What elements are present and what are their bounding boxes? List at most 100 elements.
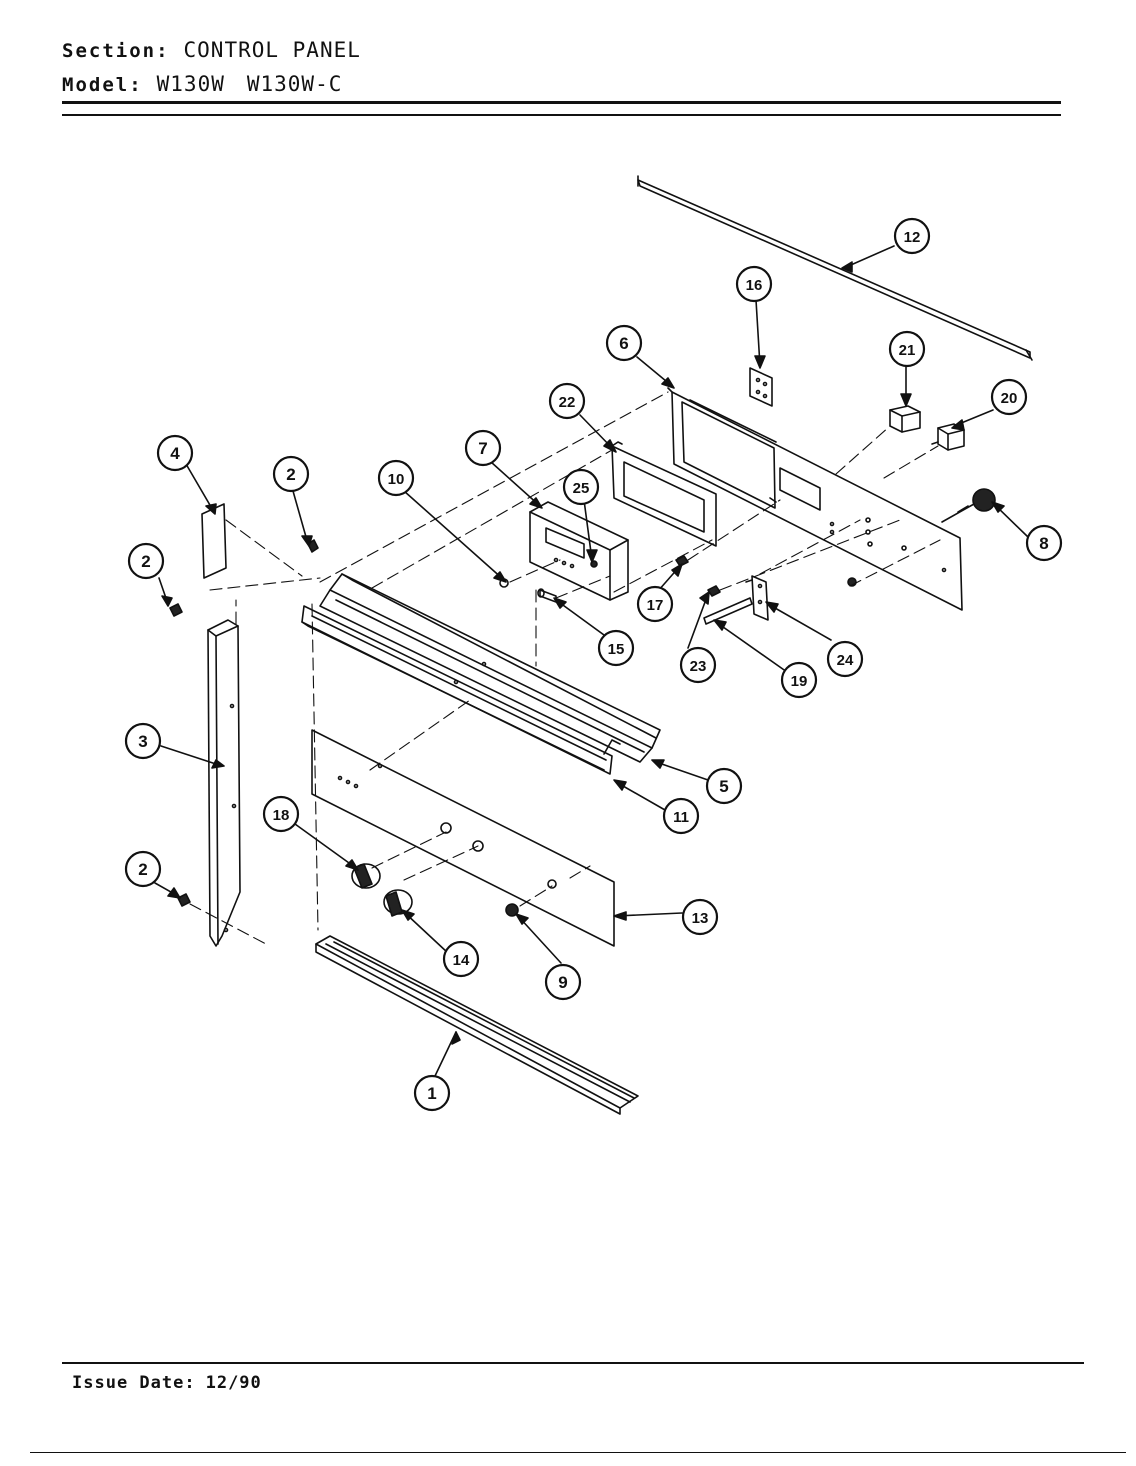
callout-circle xyxy=(893,217,931,255)
callout-number: 25 xyxy=(573,480,590,497)
callout-number: 2 xyxy=(138,860,147,879)
callout-circle xyxy=(544,963,582,1001)
part-24-bracket xyxy=(745,575,769,621)
callout-20: 20 xyxy=(990,378,1028,416)
callout-circle xyxy=(681,898,719,936)
part-13-front-panel xyxy=(311,729,615,947)
model-value-1: W130W xyxy=(156,72,225,96)
callout-15: 15 xyxy=(597,629,635,667)
callout-21: 21 xyxy=(888,330,926,368)
callout-25: 25 xyxy=(562,468,600,506)
callout-24: 24 xyxy=(826,640,864,678)
callout-number: 14 xyxy=(453,952,470,969)
callout-14: 14 xyxy=(442,940,480,978)
callout-circle xyxy=(124,722,162,760)
callout-17: 17 xyxy=(636,585,674,623)
part-4-plate xyxy=(201,503,227,579)
callout-circle xyxy=(413,1074,451,1112)
callout-circle xyxy=(442,940,480,978)
callout-9: 9 xyxy=(544,963,582,1001)
callout-circle xyxy=(124,850,162,888)
callout-circle xyxy=(156,434,194,472)
callout-circle xyxy=(662,797,700,835)
footer: Issue Date:12/90 xyxy=(72,1373,262,1393)
callout-7: 7 xyxy=(464,429,502,467)
part-7-timer xyxy=(529,501,629,601)
callout-circle xyxy=(605,324,643,362)
callout-22: 22 xyxy=(548,382,586,420)
callout-circle xyxy=(464,429,502,467)
callout-number: 20 xyxy=(1001,390,1018,407)
section-label: Section: xyxy=(62,40,170,62)
callout-2: 2 xyxy=(272,455,310,493)
callout-number: 9 xyxy=(558,973,567,992)
callout-number: 17 xyxy=(647,597,664,614)
callout-number: 24 xyxy=(837,652,854,669)
part-8-knob xyxy=(941,488,996,523)
callout-number: 2 xyxy=(286,465,295,484)
callout-number: 5 xyxy=(719,777,728,796)
model-value-2: W130W-C xyxy=(246,72,343,96)
callout-number: 22 xyxy=(559,394,576,411)
callout-number: 4 xyxy=(170,444,180,463)
part-12-rod xyxy=(637,175,1033,361)
callout-6: 6 xyxy=(605,324,643,362)
header-rule-thick xyxy=(62,101,1061,104)
part-9-knob xyxy=(505,903,519,917)
part-16-bracket xyxy=(749,367,773,407)
part-23-screw xyxy=(707,585,721,597)
callout-circle xyxy=(562,468,600,506)
callout-number: 10 xyxy=(388,471,405,488)
callout-number: 2 xyxy=(141,552,150,571)
part-21-block xyxy=(889,405,921,433)
callout-number: 8 xyxy=(1039,534,1048,553)
callout-number: 1 xyxy=(427,1084,436,1103)
callout-number: 21 xyxy=(899,342,916,359)
callout-11: 11 xyxy=(662,797,700,835)
callout-19: 19 xyxy=(780,661,818,699)
callout-circle xyxy=(1025,524,1063,562)
part-2-screws xyxy=(169,539,319,907)
section-value: CONTROL PANEL xyxy=(183,38,361,62)
part-11-channel xyxy=(301,605,621,775)
footer-rule xyxy=(62,1362,1084,1364)
issue-date-value: 12/90 xyxy=(205,1373,262,1393)
model-label: Model: xyxy=(62,74,143,96)
callout-number: 15 xyxy=(608,641,625,658)
bottom-rule xyxy=(30,1452,1126,1453)
callout-number: 18 xyxy=(273,807,290,824)
callout-number: 16 xyxy=(746,277,763,294)
callout-circle xyxy=(127,542,165,580)
header-rule-thin xyxy=(62,114,1061,116)
part-3-side-trim xyxy=(207,619,241,947)
callout-circle xyxy=(735,265,773,303)
callout-number: 11 xyxy=(673,809,689,826)
callout-8: 8 xyxy=(1025,524,1063,562)
callout-circle xyxy=(377,459,415,497)
callout-3: 3 xyxy=(124,722,162,760)
callout-18: 18 xyxy=(262,795,300,833)
callout-circle xyxy=(679,646,717,684)
model-header: Model: W130W W130W-C xyxy=(62,72,342,96)
callout-5: 5 xyxy=(705,767,743,805)
callout-23: 23 xyxy=(679,646,717,684)
callout-13: 13 xyxy=(681,898,719,936)
part-19-pin xyxy=(703,597,753,625)
callout-circle xyxy=(636,585,674,623)
callout-number: 7 xyxy=(478,439,487,458)
callout-number: 19 xyxy=(791,673,808,690)
part-15-shaft xyxy=(537,588,557,603)
callout-circle xyxy=(990,378,1028,416)
callout-16: 16 xyxy=(735,265,773,303)
part-20-block xyxy=(931,423,965,451)
part-6-back-panel xyxy=(667,387,963,611)
callout-circle xyxy=(597,629,635,667)
callout-number: 23 xyxy=(690,658,707,675)
callout-circle xyxy=(705,767,743,805)
callout-2: 2 xyxy=(124,850,162,888)
callout-circle xyxy=(780,661,818,699)
callout-number: 3 xyxy=(138,732,147,751)
callout-10: 10 xyxy=(377,459,415,497)
